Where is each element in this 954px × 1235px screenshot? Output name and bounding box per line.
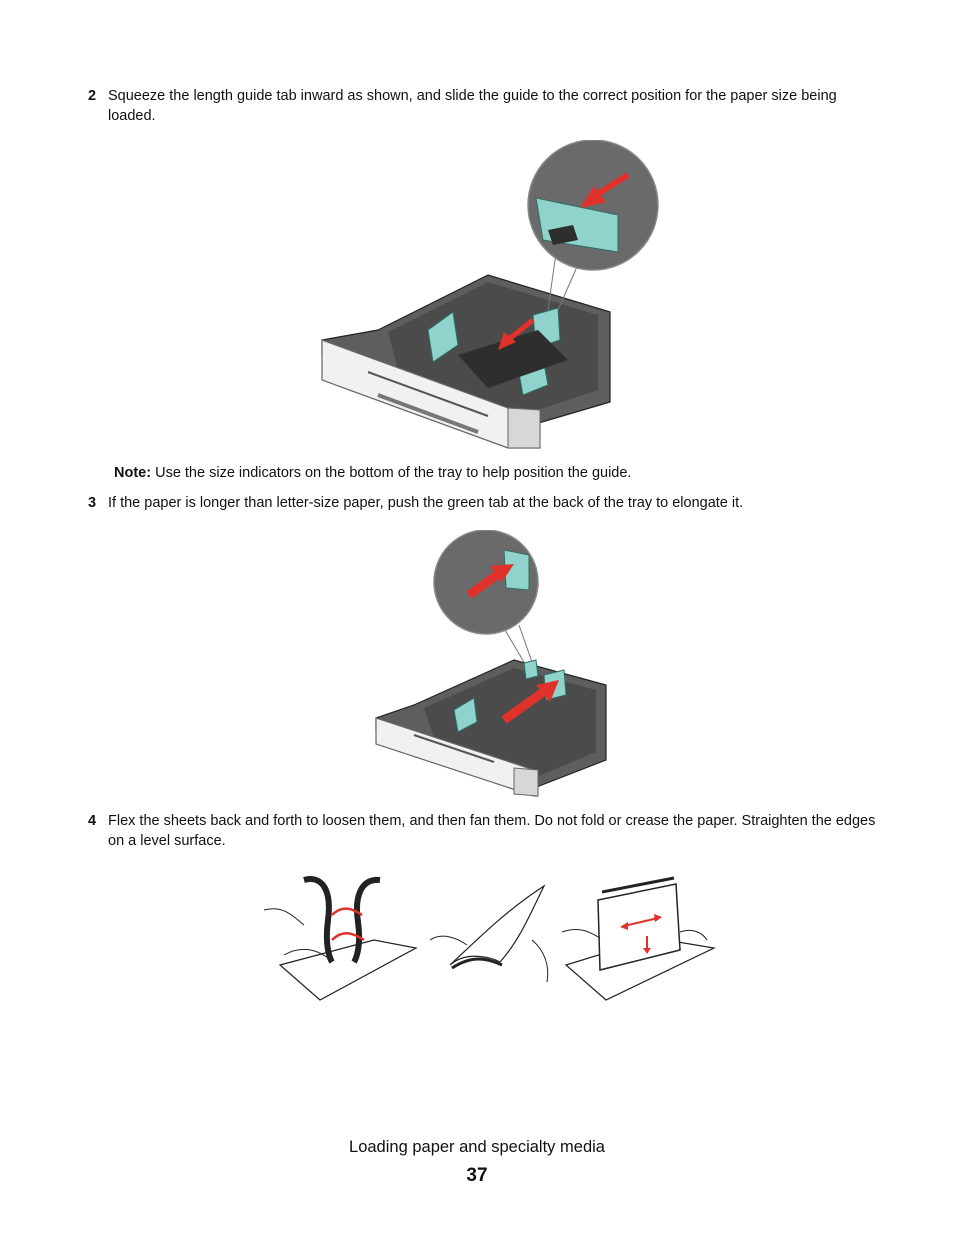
tray-elongate-illustration	[375, 530, 607, 797]
step-number: 3	[88, 495, 97, 511]
footer-title: Loading paper and specialty media	[349, 1138, 605, 1156]
step-4: 4 Flex the sheets back and forth to loos…	[88, 811, 888, 851]
step-2: 2 Squeeze the length guide tab inward as…	[88, 86, 888, 126]
note: Note: Use the size indicators on the bot…	[114, 463, 874, 483]
step-3: 3 If the paper is longer than letter-siz…	[88, 493, 888, 513]
note-label: Note:	[114, 465, 152, 481]
step-text: If the paper is longer than letter-size …	[108, 495, 744, 511]
page-number: 37	[466, 1165, 488, 1186]
step-text: Flex the sheets back and forth to loosen…	[108, 813, 876, 849]
step-number: 2	[88, 88, 97, 104]
paper-flex-fan-illustration	[263, 876, 716, 1001]
tray-length-guide-illustration	[321, 140, 659, 449]
step-number: 4	[88, 813, 97, 829]
note-text: Use the size indicators on the bottom of…	[155, 465, 632, 481]
step-text: Squeeze the length guide tab inward as s…	[108, 88, 837, 124]
